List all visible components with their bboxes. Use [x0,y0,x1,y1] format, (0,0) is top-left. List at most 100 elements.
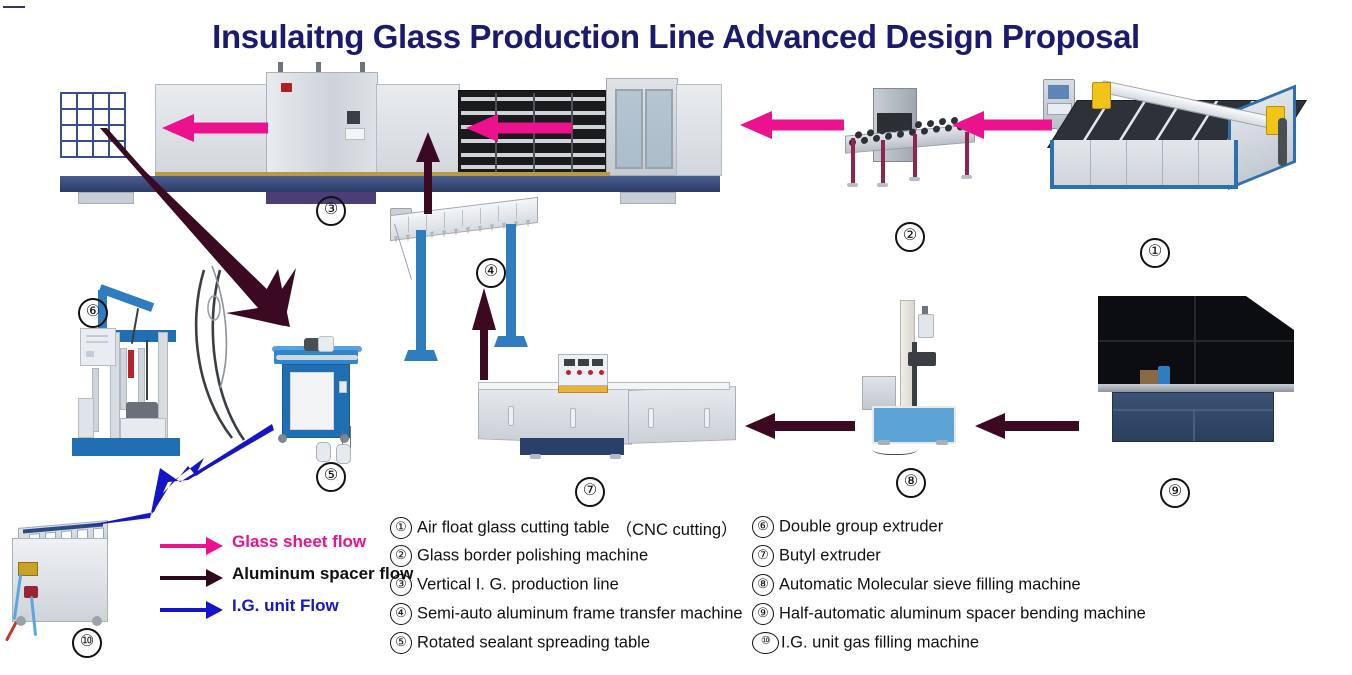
legend-text: Vertical I. G. production line [417,575,619,594]
foot-pedal-right [336,444,351,464]
spacer-flow-line-icon [160,576,208,580]
butyl-body-left [478,383,632,445]
legend-item: ⑤ Rotated sealant spreading table [390,632,743,661]
nameplate-label [18,562,38,576]
machine-rotated-sealant-spreading-table [272,330,364,464]
machine-aluminum-spacer-bending [1098,296,1294,444]
callout-6: ⑥ [78,298,108,328]
foot-pedal-left [316,442,331,462]
flow-key-row: Aluminum spacer flow [160,564,413,596]
legend-number: ⑩ [752,632,779,654]
legend-item: ⑥ Double group extruder [752,516,1146,545]
sieve-control-box [862,376,896,410]
bending-table-surface [1098,296,1294,388]
callout-4: ④ [476,258,506,288]
transfer-column-right [506,224,516,336]
extruder-base-frame [72,438,180,456]
bending-base-cabinet [1112,392,1274,442]
callout-2: ② [895,222,925,252]
sealant-table-cabinet [282,364,350,438]
extruder-control-box [80,328,116,366]
legend-text: Double group extruder [779,517,944,536]
spacer-flow-label: Aluminum spacer flow [232,564,414,583]
legend-text: Half-automatic aluminum spacer bending m… [779,604,1146,623]
sieve-base-cabinet [872,406,956,444]
table-front-panel [1050,140,1238,189]
line-base-rail [60,176,720,192]
legend-item: ③ Vertical I. G. production line [390,574,743,603]
bending-guide-rail [1098,384,1294,392]
glass-loading-rack [60,92,126,158]
sealant-table-roller [276,355,358,360]
sieve-hopper-cap [922,306,928,315]
butyl-control-panel[interactable] [558,354,608,386]
transfer-base-plate-left [404,350,438,361]
machine-aluminum-frame-transfer [390,196,540,371]
ig-flow-line-icon [160,608,208,612]
legend-item: ⑧ Automatic Molecular sieve filling machi… [752,574,1146,603]
legend-number: ⑤ [390,632,412,654]
sieve-hopper [918,314,934,338]
legend-item: ② Glass border polishing machine [390,545,743,574]
legend-number: ③ [390,574,412,596]
callout-10: ⑩ [72,628,102,658]
machine-molecular-sieve-filling [862,300,958,455]
glass-flow-label: Glass sheet flow [232,532,367,551]
drive-belt-icon [1278,118,1287,166]
transfer-base-plate-right [494,336,528,347]
legend-number: ⑧ [752,574,774,596]
pneumatic-cylinder-icon [128,350,134,378]
line-tower-unit [266,72,378,176]
line-trim-strip [155,172,610,177]
extruder-hoses [194,265,246,441]
callout-3: ③ [316,196,346,226]
legend-number: ② [390,545,412,567]
inspection-cabinet [606,78,678,176]
legend-number: ⑥ [752,516,774,538]
glass-flow-arrow-icon [206,537,223,555]
flow-key-legend: Glass sheet flow Aluminum spacer flow I.… [160,532,413,628]
page-title: Insulaitng Glass Production Line Advance… [212,18,1140,55]
butyl-base-block [520,438,624,455]
legend-number: ① [390,517,412,539]
mast-rail [912,342,917,422]
machine-ig-unit-gas-filling [4,520,114,642]
arrow-spacer-flow-rack-to-5 [100,128,296,327]
legend-text: Rotated sealant spreading table [417,633,650,652]
machine-butyl-extruder [478,354,736,459]
legend-text: Semi-auto aluminum frame transfer machin… [417,604,743,623]
legend-text: Air float glass cutting table [417,518,610,537]
callout-7: ⑦ [575,477,605,507]
glass-flow-line-icon [160,544,208,548]
callout-1: ① [1140,238,1170,268]
spacer-flow-arrow-icon [206,569,223,587]
callout-9: ⑨ [1160,478,1190,508]
legend-text: Automatic Molecular sieve filling machin… [779,575,1081,594]
machine-air-float-glass-cutting-table [1043,79,1307,197]
legend-number: ⑦ [752,545,774,567]
sealant-jar [78,398,94,438]
bridge-carriage-left-icon [1092,82,1111,109]
butyl-body-right [628,386,736,444]
bending-motor-icon [1158,366,1170,388]
gas-valve-icon [24,586,38,598]
power-cord [872,440,918,455]
flow-key-row: Glass sheet flow [160,532,390,564]
legend-text: I.G. unit gas filling machine [781,633,980,652]
rotation-cap [318,336,334,352]
legend-text: Glass border polishing machine [417,546,649,565]
callout-5: ⑤ [316,462,346,492]
ig-flow-label: I.G. unit Flow [232,596,339,615]
filling-head [908,352,936,366]
ig-flow-arrow-icon [206,601,223,619]
arrow-spacer-flow-4-to-3 [416,132,440,214]
transfer-column-left [416,230,426,350]
